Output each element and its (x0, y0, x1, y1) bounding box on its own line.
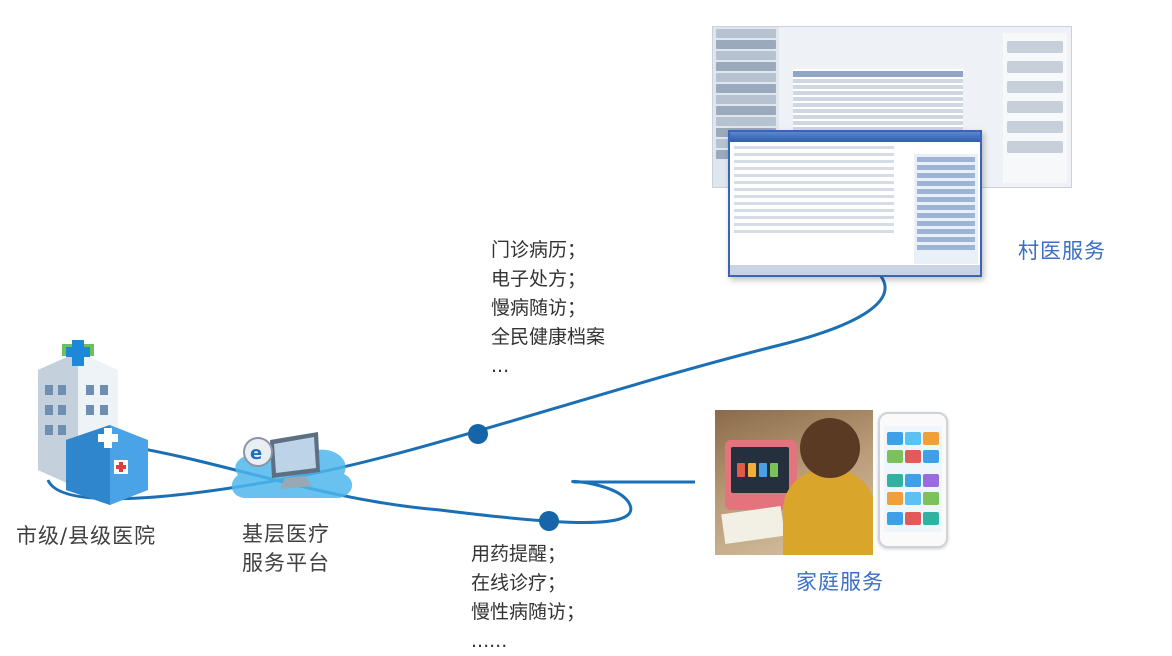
family-service-item: 用药提醒； (471, 543, 567, 565)
platform-label: 基层医疗 服务平台 (242, 520, 330, 578)
family-line-node (539, 511, 559, 531)
connection-lines: e (38, 274, 887, 531)
village-service-item: 门诊病历； (491, 239, 587, 261)
platform-label-line1: 基层医疗 (242, 522, 330, 546)
family-service-item: 慢性病随访； (471, 601, 586, 623)
village-services-list: 门诊病历； 电子处方； 慢病随访； 全民健康档案 ... (491, 236, 605, 381)
family-services-list: 用药提醒； 在线诊疗； 慢性病随访； ...... (471, 540, 585, 656)
platform-computer-icon: e (231, 432, 353, 499)
prescription-window-screenshot (728, 130, 982, 277)
village-service-item: ... (491, 355, 510, 377)
hospital-building-icon (38, 340, 148, 505)
hospital-label: 市级/县级医院 (16, 524, 157, 548)
family-connection-line (119, 443, 695, 524)
village-service-item: 全民健康档案 (491, 326, 606, 348)
family-service-label: 家庭服务 (796, 570, 884, 594)
family-service-item: 在线诊疗； (471, 572, 567, 594)
family-photo (715, 410, 873, 555)
family-service-item: ...... (471, 630, 508, 652)
svg-text:e: e (250, 443, 262, 464)
village-line-node (468, 424, 488, 444)
village-service-item: 电子处方； (491, 268, 587, 290)
screenshot-action-panel (1003, 33, 1067, 183)
village-service-item: 慢病随访； (491, 297, 587, 319)
mobile-app-phone (878, 412, 948, 548)
village-service-label: 村医服务 (1018, 239, 1106, 263)
platform-label-line2: 服务平台 (242, 551, 330, 575)
